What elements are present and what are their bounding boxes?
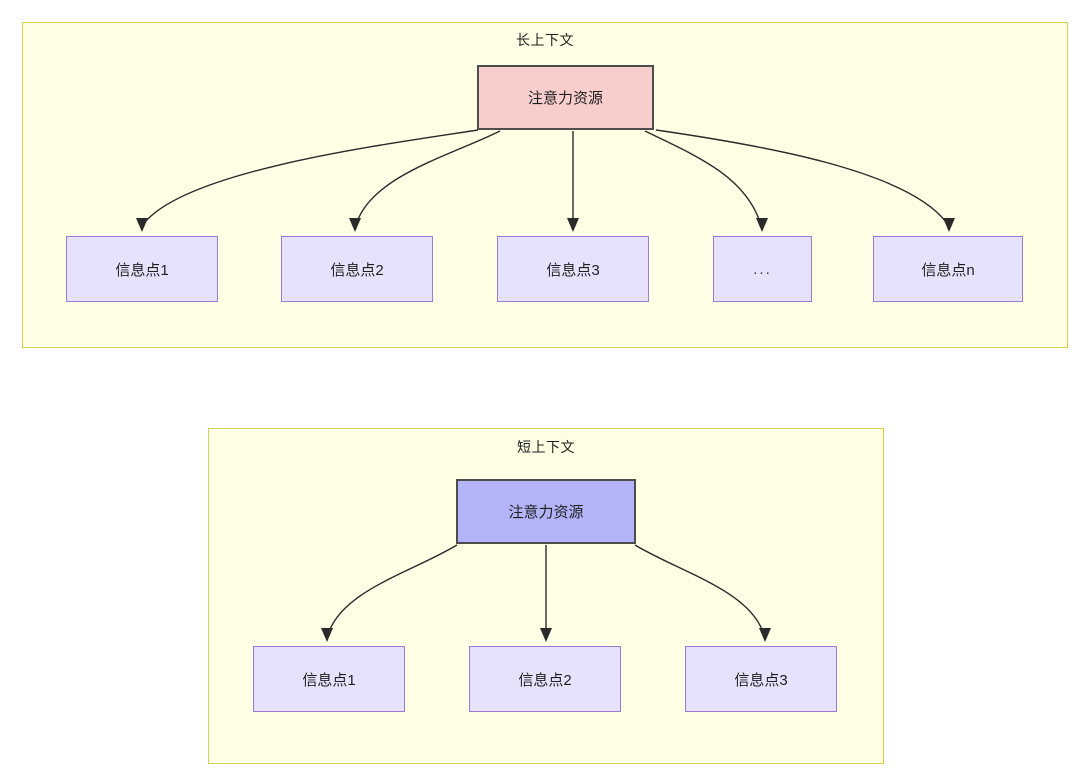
node-attention-resource-long[interactable]: 注意力资源 <box>477 65 654 130</box>
node-info-point-2-long[interactable]: 信息点2 <box>281 236 433 302</box>
node-info-point-3-short[interactable]: 信息点3 <box>685 646 837 712</box>
node-info-point-n-long[interactable]: 信息点n <box>873 236 1023 302</box>
node-info-point-ellipsis-long[interactable]: ... <box>713 236 812 302</box>
group-long-context-title: 长上下文 <box>516 32 574 48</box>
node-info-point-3-long[interactable]: 信息点3 <box>497 236 649 302</box>
node-info-point-2-short[interactable]: 信息点2 <box>469 646 621 712</box>
node-info-point-1-short[interactable]: 信息点1 <box>253 646 405 712</box>
group-short-context-title: 短上下文 <box>517 439 575 455</box>
node-info-point-1-long[interactable]: 信息点1 <box>66 236 218 302</box>
node-attention-resource-short[interactable]: 注意力资源 <box>456 479 636 544</box>
